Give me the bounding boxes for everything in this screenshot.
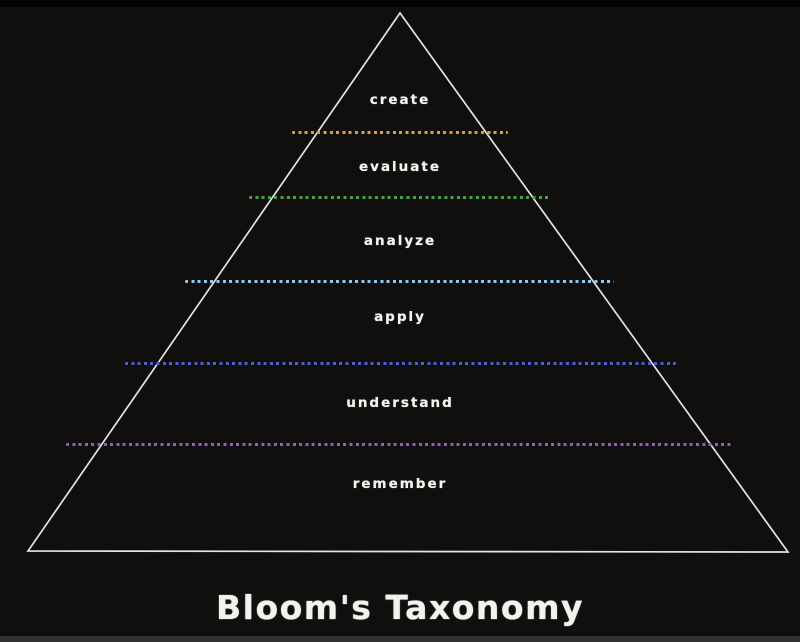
bottom-frame-edge bbox=[0, 636, 800, 642]
level-label-create: create bbox=[369, 92, 431, 108]
level-label-analyze: analyze bbox=[363, 233, 437, 249]
level-label-apply: apply bbox=[374, 309, 426, 325]
divider-create-evaluate bbox=[292, 131, 508, 134]
top-frame-edge bbox=[0, 0, 800, 7]
level-label-understand: understand bbox=[346, 395, 454, 411]
divider-evaluate-analyze bbox=[249, 196, 551, 199]
divider-apply-understand bbox=[125, 362, 676, 365]
level-label-evaluate: evaluate bbox=[358, 159, 442, 175]
divider-analyze-apply bbox=[185, 280, 614, 283]
divider-understand-remember bbox=[66, 443, 731, 446]
diagram-title: Bloom's Taxonomy bbox=[216, 588, 584, 627]
level-label-remember: remember bbox=[352, 476, 448, 492]
